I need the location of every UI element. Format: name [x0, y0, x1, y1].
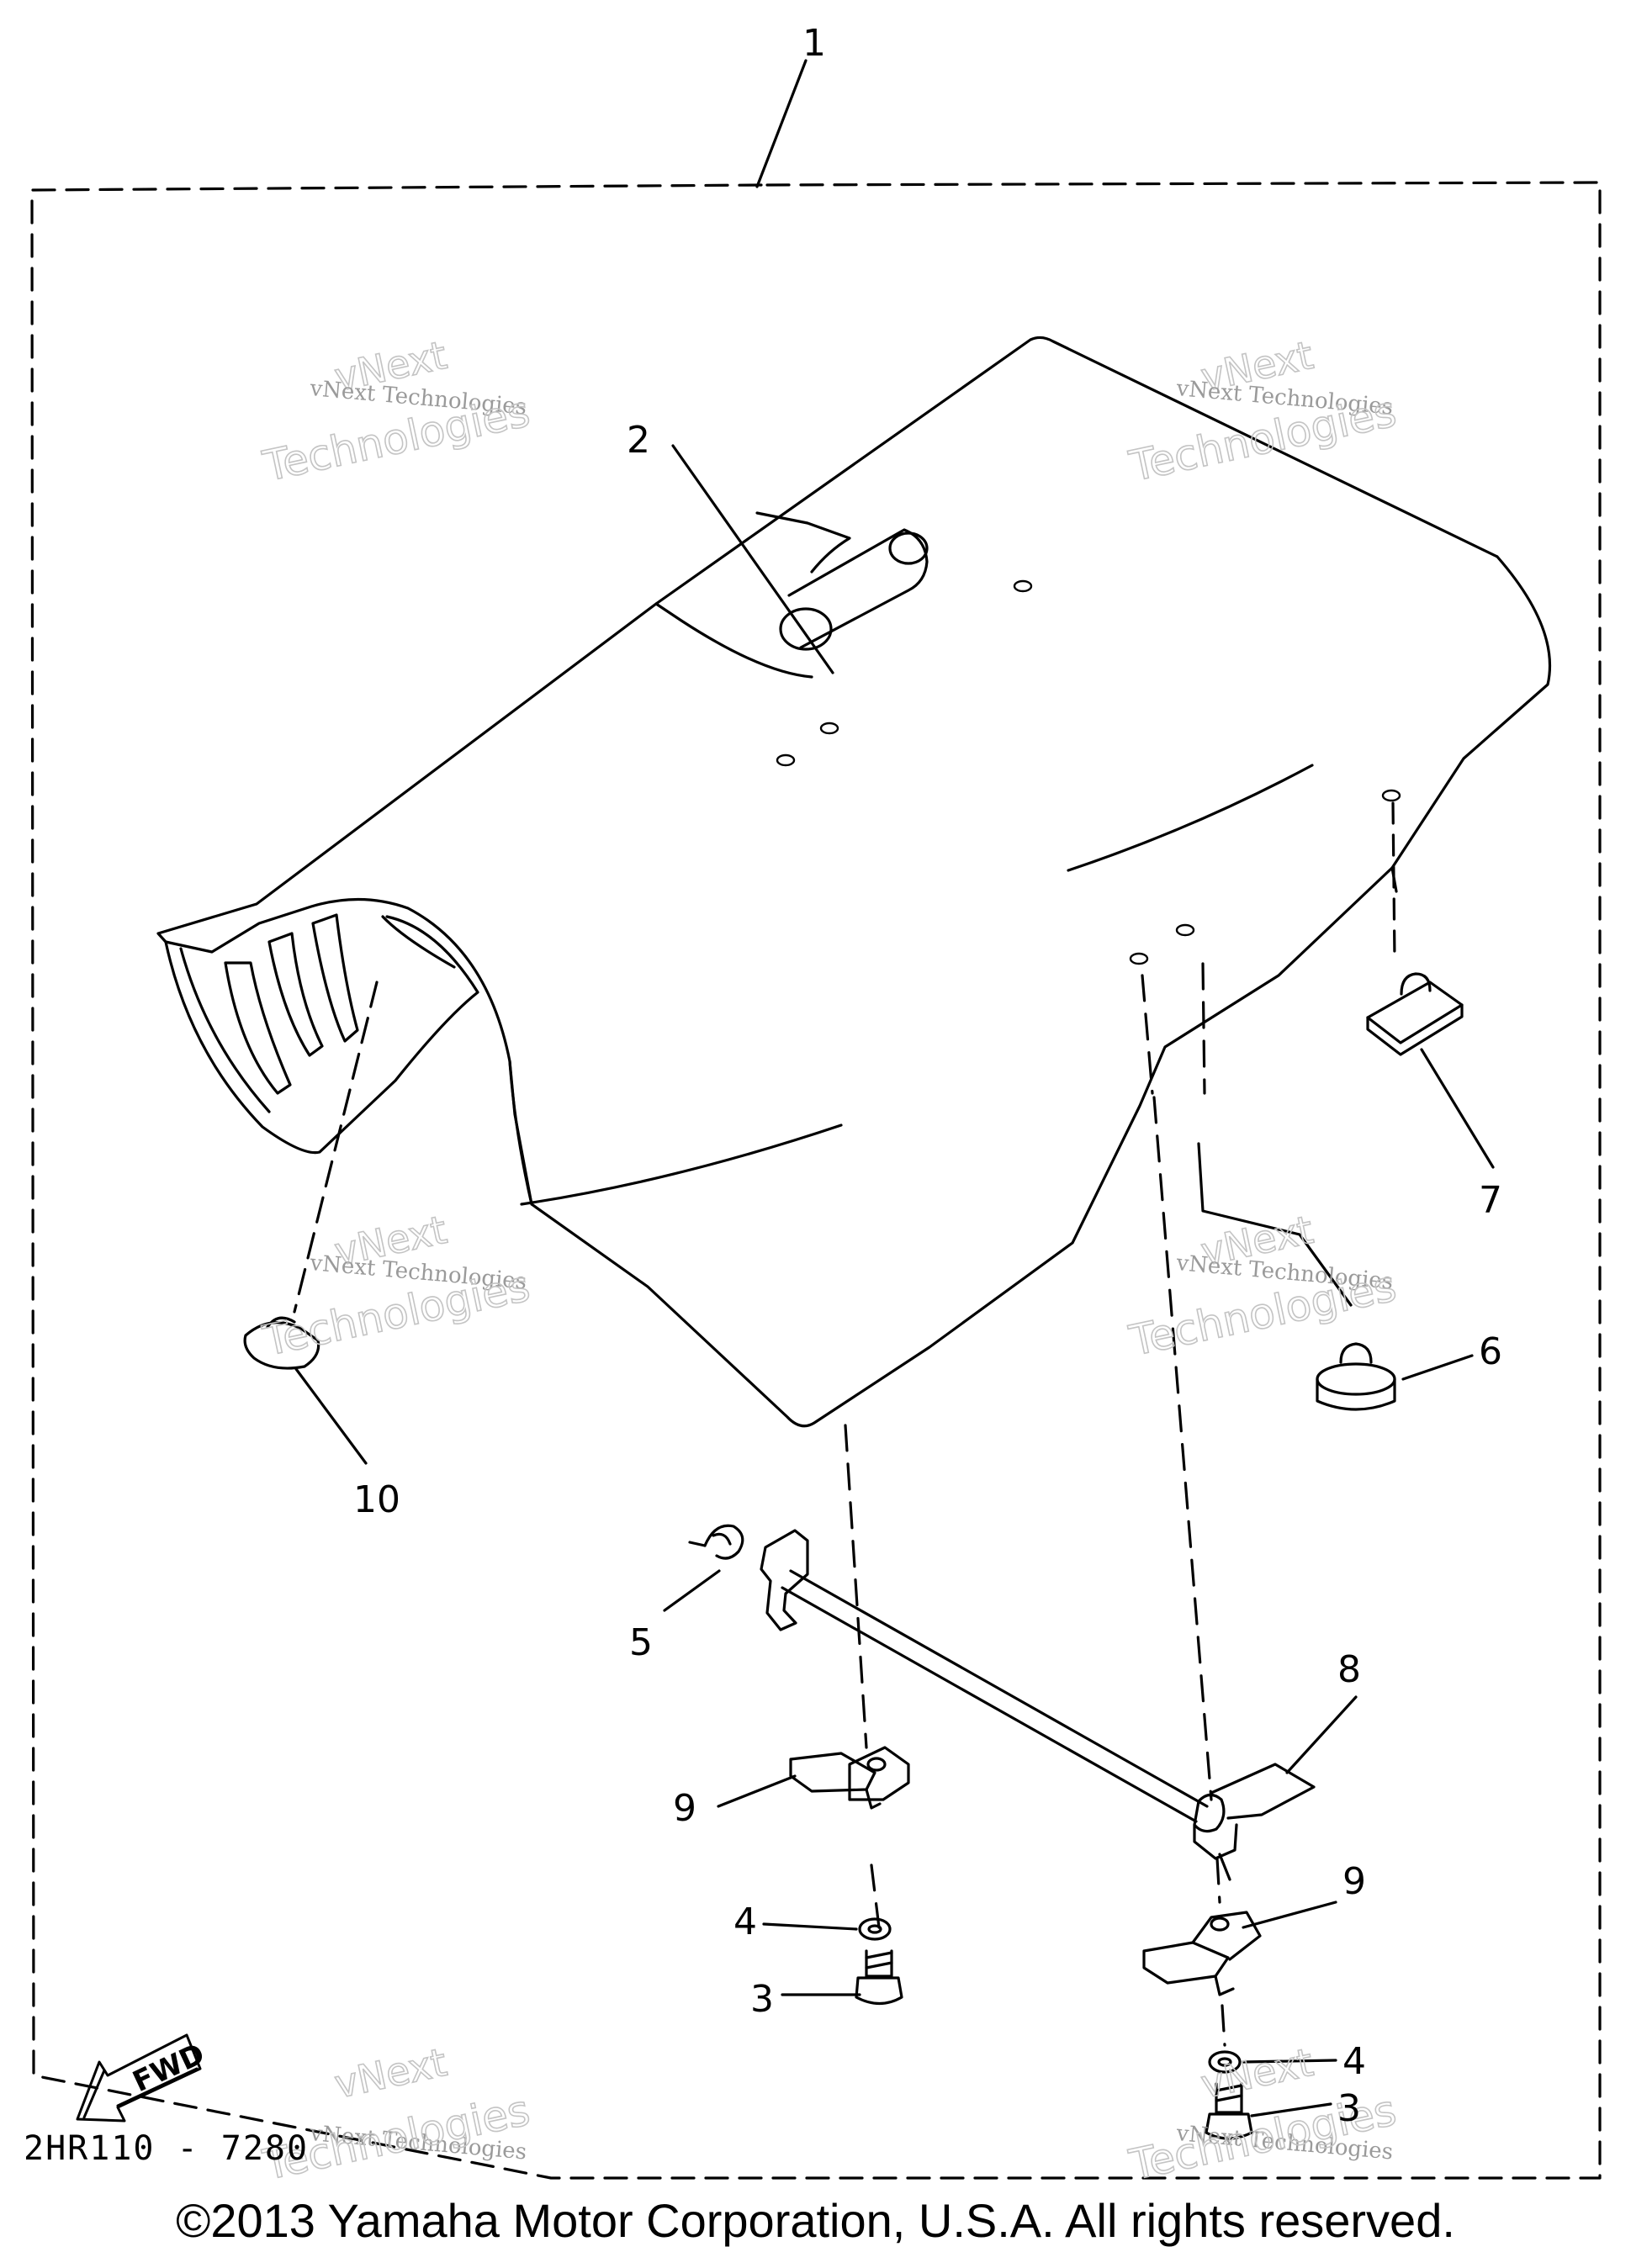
callout-4-right: 4	[1342, 2040, 1366, 2083]
clip-part-7	[1366, 972, 1464, 1056]
leader-1	[755, 59, 808, 188]
svg-text:vNext: vNext	[331, 2039, 451, 2107]
callout-8: 8	[1337, 1648, 1361, 1691]
grommet-part-6	[1316, 1342, 1396, 1411]
callout-9-left: 9	[673, 1787, 696, 1830]
callout-6: 6	[1479, 1330, 1502, 1373]
bracket-part-9-right	[1142, 1911, 1262, 1996]
callout-1: 1	[802, 22, 826, 65]
leader-4-right	[1242, 2059, 1337, 2064]
leader-4-left	[762, 1922, 858, 1931]
callout-5: 5	[629, 1621, 653, 1664]
watermark-tl: vNext vNext Technologies Technologies	[258, 331, 535, 492]
leader-5	[663, 1569, 721, 1612]
damper-part-10	[243, 1316, 320, 1370]
leader-9-right	[1242, 1901, 1337, 1929]
watermark-mr: vNext vNext Technologies Technologies	[1125, 1206, 1401, 1367]
leader-6b	[1197, 1142, 1353, 1307]
callouts: 1 2 7 6 10 5 8 9 9 4 3 4 3	[353, 22, 1502, 2130]
seat-holes	[776, 579, 1401, 965]
washer-part-4-left	[858, 1917, 892, 1941]
mount-dashed-lines	[844, 962, 1226, 2047]
rod-part-8	[760, 1529, 1316, 1881]
leader-8	[1285, 1695, 1358, 1774]
bolt-part-3-left	[855, 1949, 903, 2006]
leader-2	[671, 444, 834, 674]
callout-3-right: 3	[1337, 2087, 1361, 2130]
drawing-code: 2HR110 - 7280	[24, 2129, 309, 2168]
washer-part-4-right	[1208, 2050, 1242, 2074]
handle-part-2	[779, 528, 929, 651]
copyright-notice: ©2013 Yamaha Motor Corporation, U.S.A. A…	[176, 2194, 1455, 2247]
svg-text:vNext: vNext	[1197, 2039, 1317, 2107]
dashed-7	[1391, 801, 1396, 962]
fwd-arrow-icon	[76, 2033, 202, 2123]
leader-9-left	[717, 1774, 797, 1808]
assembly-boundary	[30, 181, 1602, 2180]
watermark-tr: vNext vNext Technologies Technologies	[1125, 331, 1401, 492]
bolt-part-3-right	[1205, 2082, 1253, 2140]
callout-7: 7	[1479, 1179, 1502, 1222]
callout-9-right: 9	[1342, 1860, 1366, 1903]
seat-body	[156, 336, 1552, 1428]
leader-10	[294, 1367, 368, 1465]
leader-6	[1401, 1354, 1474, 1381]
callout-4-left: 4	[733, 1901, 757, 1943]
spring-clip-part-5	[688, 1524, 744, 1560]
dashed-10	[293, 981, 379, 1314]
leader-7	[1420, 1048, 1495, 1169]
fwd-label: FWD	[128, 2037, 210, 2099]
callout-2: 2	[627, 419, 650, 462]
watermark-group: vNext vNext Technologies Technologies vN…	[258, 331, 1401, 2191]
callout-10: 10	[353, 1478, 400, 1521]
bracket-part-9-left	[789, 1746, 910, 1810]
callout-3-left: 3	[750, 1978, 774, 2021]
leader-3-right	[1250, 2102, 1332, 2117]
